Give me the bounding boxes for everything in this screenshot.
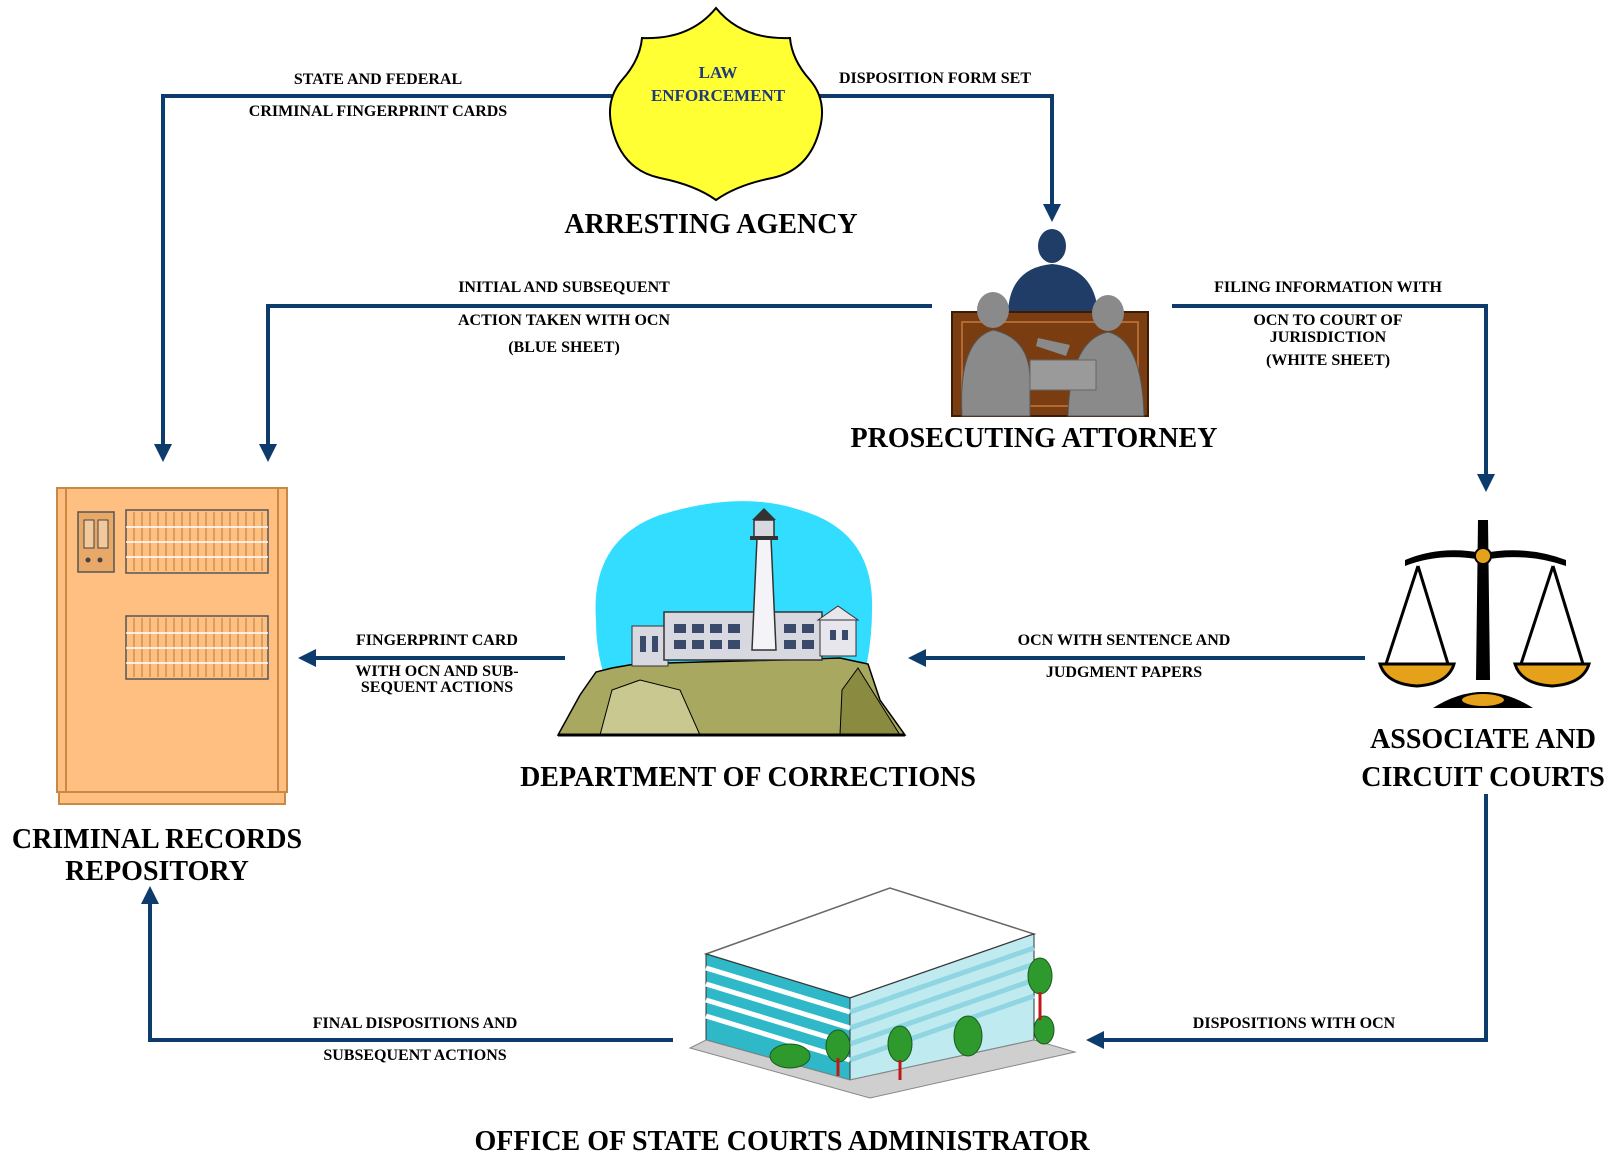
node-title-osca: OFFICE OF STATE COURTS ADMINISTRATOR (474, 1126, 1090, 1157)
label-agency-to-attorney: DISPOSITION FORM SET (839, 70, 1031, 87)
label-osca-to-repository-2: SUBSEQUENT ACTIONS (323, 1047, 506, 1064)
prison-island-icon (556, 501, 907, 737)
arrow-osca-to-repository (141, 886, 673, 1042)
file-cabinet-icon (56, 487, 288, 805)
label-corrections-to-repository-3: SEQUENT ACTIONS (361, 679, 513, 696)
node-title-corrections: DEPARTMENT OF CORRECTIONS (520, 762, 976, 793)
badge-text-line1: LAW (699, 63, 738, 82)
label-attorney-to-courts-4: (WHITE SHEET) (1266, 352, 1390, 369)
arrow-courts-to-osca (1086, 794, 1488, 1049)
label-attorney-to-repository-1: INITIAL AND SUBSEQUENT (458, 279, 670, 296)
label-attorney-to-courts-3: JURISDICTION (1270, 329, 1387, 346)
office-building-icon (688, 887, 1077, 1099)
arrow-agency-to-repository (154, 94, 612, 462)
node-title-criminal-records-2: REPOSITORY (65, 856, 249, 887)
label-agency-to-repository-1: STATE AND FEDERAL (294, 71, 462, 88)
label-agency-to-repository-2: CRIMINAL FINGERPRINT CARDS (249, 103, 508, 120)
law-enforcement-badge-icon: LAW ENFORCEMENT (609, 6, 823, 202)
label-corrections-to-repository-1: FINGERPRINT CARD (356, 632, 518, 649)
node-title-courts-1: ASSOCIATE AND (1370, 724, 1596, 755)
label-attorney-to-repository-3: (BLUE SHEET) (508, 339, 620, 356)
node-title-prosecuting-attorney: PROSECUTING ATTORNEY (851, 423, 1218, 454)
scales-of-justice-icon (1377, 520, 1592, 708)
prosecuting-attorney-icon (951, 229, 1149, 417)
badge-text-line2: ENFORCEMENT (651, 86, 786, 105)
label-courts-to-corrections-1: OCN WITH SENTENCE AND (1018, 632, 1231, 649)
label-osca-to-repository-1: FINAL DISPOSITIONS AND (313, 1015, 518, 1032)
label-attorney-to-courts-1: FILING INFORMATION WITH (1214, 279, 1442, 296)
label-attorney-to-courts-2: OCN TO COURT OF (1253, 312, 1402, 329)
node-title-courts-2: CIRCUIT COURTS (1361, 762, 1605, 793)
arrow-agency-to-attorney (818, 94, 1061, 222)
arrow-attorney-to-repository (259, 304, 932, 462)
label-attorney-to-repository-2: ACTION TAKEN WITH OCN (458, 312, 670, 329)
node-title-arresting-agency: ARRESTING AGENCY (564, 209, 857, 240)
node-title-criminal-records-1: CRIMINAL RECORDS (12, 824, 302, 855)
label-corrections-to-repository-2: WITH OCN AND SUB- (355, 663, 518, 680)
label-courts-to-corrections-2: JUDGMENT PAPERS (1046, 664, 1202, 681)
arrow-attorney-to-courts (1172, 304, 1495, 492)
label-courts-to-osca: DISPOSITIONS WITH OCN (1193, 1015, 1396, 1032)
